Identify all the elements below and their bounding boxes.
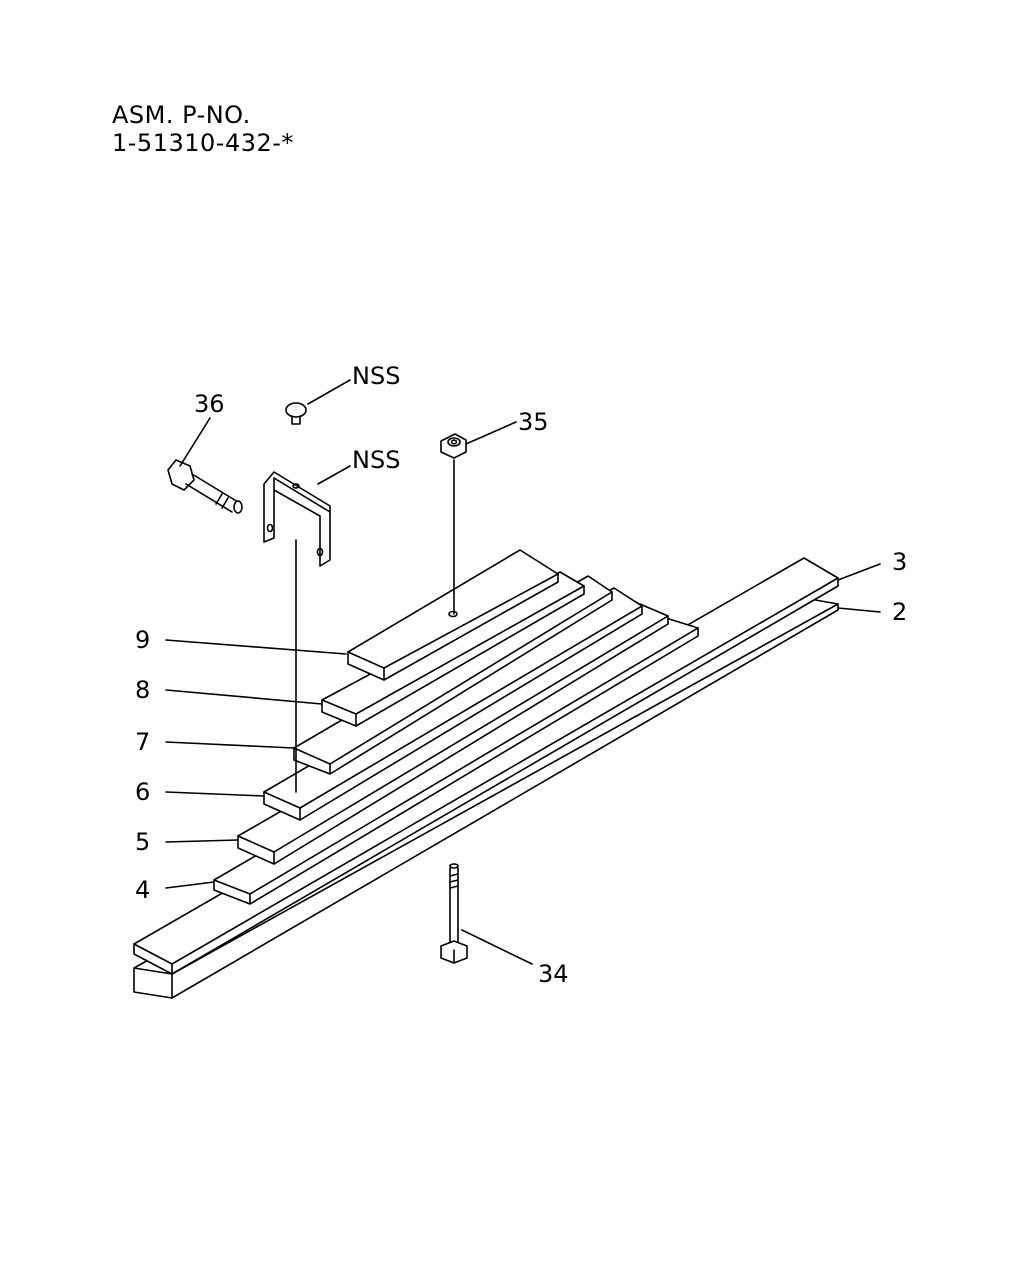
callout-9: 9 [135, 626, 150, 654]
leaf-5 [237, 603, 669, 865]
callout-nss-clip: NSS [352, 446, 400, 474]
leader-lines [165, 379, 881, 965]
callout-36: 36 [194, 390, 225, 418]
callout-6: 6 [135, 778, 150, 806]
callout-7: 7 [135, 728, 150, 756]
callout-4: 4 [135, 876, 150, 904]
leaf-7 [293, 575, 613, 775]
callout-8: 8 [135, 676, 150, 704]
leaf-3 [133, 557, 839, 975]
center-bolt-hole [448, 610, 458, 618]
assembly-part-number-label: ASM. P-NO. [112, 101, 251, 129]
rivet [285, 402, 307, 425]
callout-3: 3 [892, 548, 907, 576]
clip-bolt-36 [167, 459, 243, 514]
rebound-clip [263, 471, 331, 793]
callout-2: 2 [892, 598, 907, 626]
leaf-9 [347, 549, 559, 681]
assembly-part-number: 1-51310-432-* [112, 129, 294, 157]
leaf-4 [213, 617, 699, 905]
callout-nss-rivet: NSS [352, 362, 400, 390]
center-bolt-34 [440, 863, 468, 964]
leaf-6 [263, 587, 643, 821]
callout-34: 34 [538, 960, 569, 988]
callout-35: 35 [518, 408, 549, 436]
nut-35 [440, 433, 467, 615]
leaf-8 [321, 571, 585, 727]
callout-5: 5 [135, 828, 150, 856]
